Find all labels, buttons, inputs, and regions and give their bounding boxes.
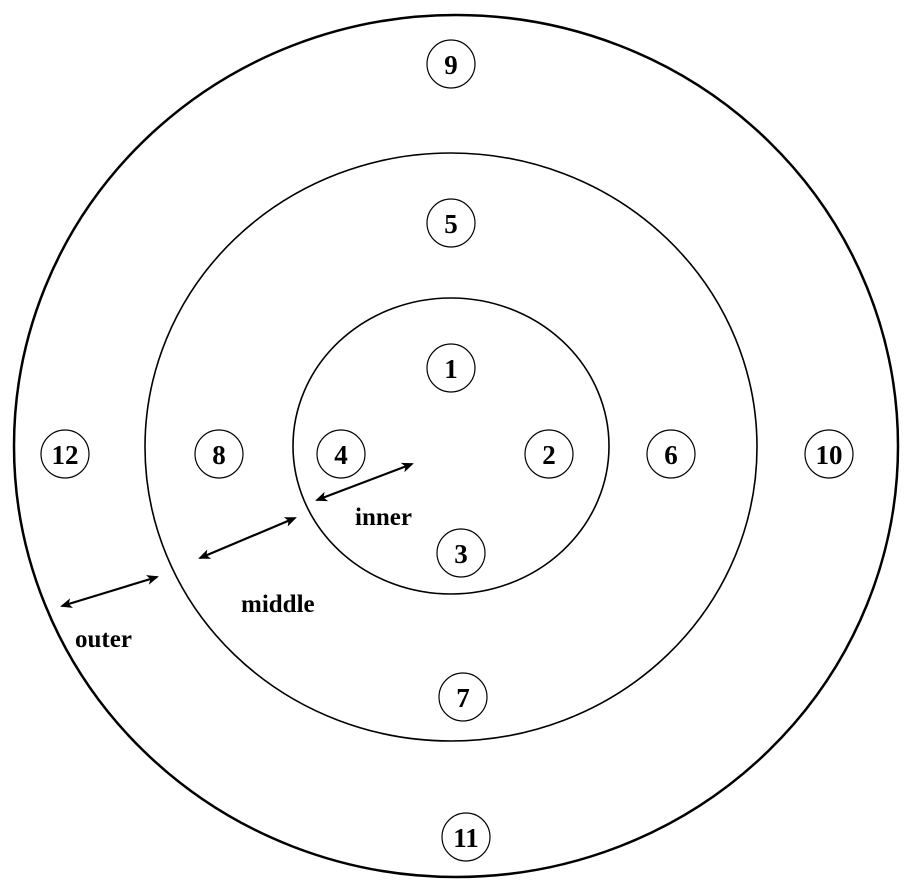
inner-width-arrow [315,462,414,502]
svg-text:10: 10 [816,440,843,470]
middle-ring [144,152,758,742]
svg-text:8: 8 [212,440,226,470]
svg-text:3: 3 [454,539,468,569]
node-7: 7 [438,672,488,722]
node-8: 8 [194,429,244,479]
svg-text:5: 5 [444,209,458,239]
outer-ring [12,13,900,879]
node-9: 9 [426,39,476,89]
node-1: 1 [426,343,476,393]
svg-text:2: 2 [542,440,556,470]
node-10: 10 [804,429,854,479]
inner-zone-label: inner [355,504,412,531]
svg-text:6: 6 [664,440,678,470]
outer-zone-label: outer [75,626,132,653]
svg-text:11: 11 [453,823,479,853]
inner-ring [292,297,610,595]
svg-text:7: 7 [456,683,470,713]
node-5: 5 [426,198,476,248]
svg-text:9: 9 [444,50,458,80]
svg-text:4: 4 [334,440,348,470]
node-3: 3 [436,528,486,578]
node-11: 11 [441,812,491,862]
node-12: 12 [40,429,90,479]
node-6: 6 [646,429,696,479]
outer-width-arrow [60,575,159,608]
node-4: 4 [316,429,366,479]
svg-text:12: 12 [52,440,79,470]
middle-width-arrow [198,516,297,560]
middle-zone-label: middle [241,591,315,618]
svg-text:1: 1 [444,354,458,384]
node-2: 2 [524,429,574,479]
